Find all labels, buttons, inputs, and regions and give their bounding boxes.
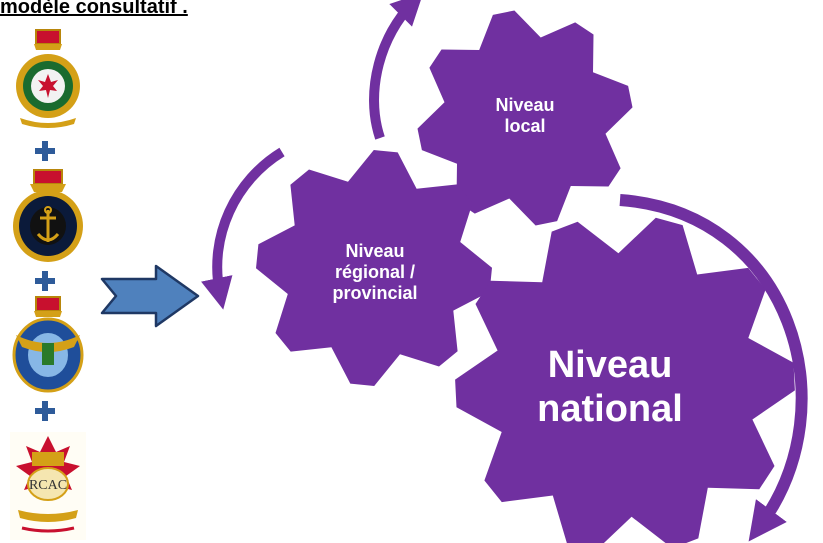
gear-local xyxy=(417,10,633,226)
army-cadet-crest-icon: RCAC xyxy=(10,432,86,540)
cycle-arrow-right xyxy=(619,194,808,542)
sea-cadet-crest-icon xyxy=(16,29,80,128)
gear-national xyxy=(455,217,795,543)
navy-league-crest-icon xyxy=(13,169,83,262)
gear-label-national-line2: national xyxy=(537,388,683,430)
gear-label-local-line1: Niveau xyxy=(495,95,555,115)
plus-icon xyxy=(35,401,55,421)
right-arrow-icon xyxy=(100,264,200,328)
gear-label-local-line2: local xyxy=(504,116,546,136)
gear-label-regional: Niveau régional / provincial xyxy=(310,241,440,304)
gear-regional xyxy=(256,150,492,386)
gear-label-local: Niveau local xyxy=(470,95,580,137)
cycle-arrow-top xyxy=(369,0,424,140)
gear-cycle-diagram xyxy=(201,0,808,543)
gear-label-national: Niveau national xyxy=(520,343,700,431)
gear-label-regional-line1: Niveau xyxy=(345,241,405,261)
air-cadet-crest-icon xyxy=(12,296,84,393)
svg-text:RCAC: RCAC xyxy=(29,478,67,493)
gear-label-regional-line2: régional / xyxy=(334,262,415,282)
plus-icon xyxy=(35,271,55,291)
gear-label-national-line1: Niveau xyxy=(547,344,673,386)
gear-label-regional-line3: provincial xyxy=(332,283,418,303)
page-title: modèle consultatif . xyxy=(0,0,188,18)
cycle-arrow-left xyxy=(201,147,285,310)
plus-icon xyxy=(35,141,55,161)
